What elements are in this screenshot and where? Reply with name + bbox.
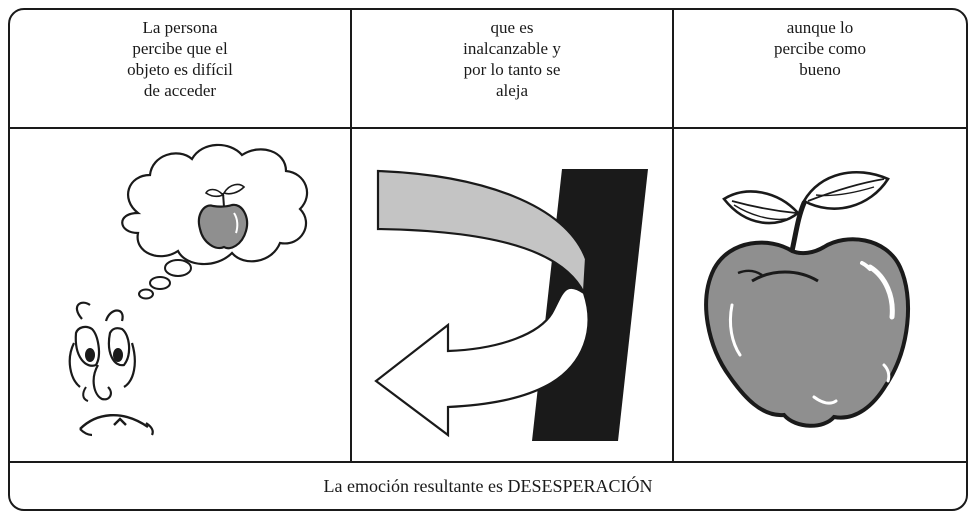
panel-caption-1: La persona percibe que el objeto es difí… <box>10 10 352 127</box>
caption-row: La persona percibe que el objeto es difí… <box>10 10 966 129</box>
panel-caption-3: aunque lo percibe como bueno <box>674 10 966 127</box>
caption-text: que es inalcanzable y por lo tanto se al… <box>463 18 561 100</box>
apple-icon <box>704 171 910 428</box>
caption-text: La persona percibe que el objeto es difí… <box>127 18 233 100</box>
panel-caption-2: que es inalcanzable y por lo tanto se al… <box>352 10 674 127</box>
panel-illustration-2 <box>352 129 674 461</box>
thinking-person-icon <box>68 143 309 437</box>
result-emotion-text: La emoción resultante es DESESPERACIÓN <box>323 476 653 496</box>
footer-row: La emoción resultante es DESESPERACIÓN <box>10 463 966 509</box>
panel-illustration-1 <box>10 129 352 461</box>
illustration-row <box>10 129 966 463</box>
curved-arrow-icon <box>374 169 648 441</box>
diagram-frame: La persona percibe que el objeto es difí… <box>8 8 968 511</box>
caption-text: aunque lo percibe como bueno <box>773 18 867 79</box>
panel-illustration-3 <box>674 129 966 461</box>
